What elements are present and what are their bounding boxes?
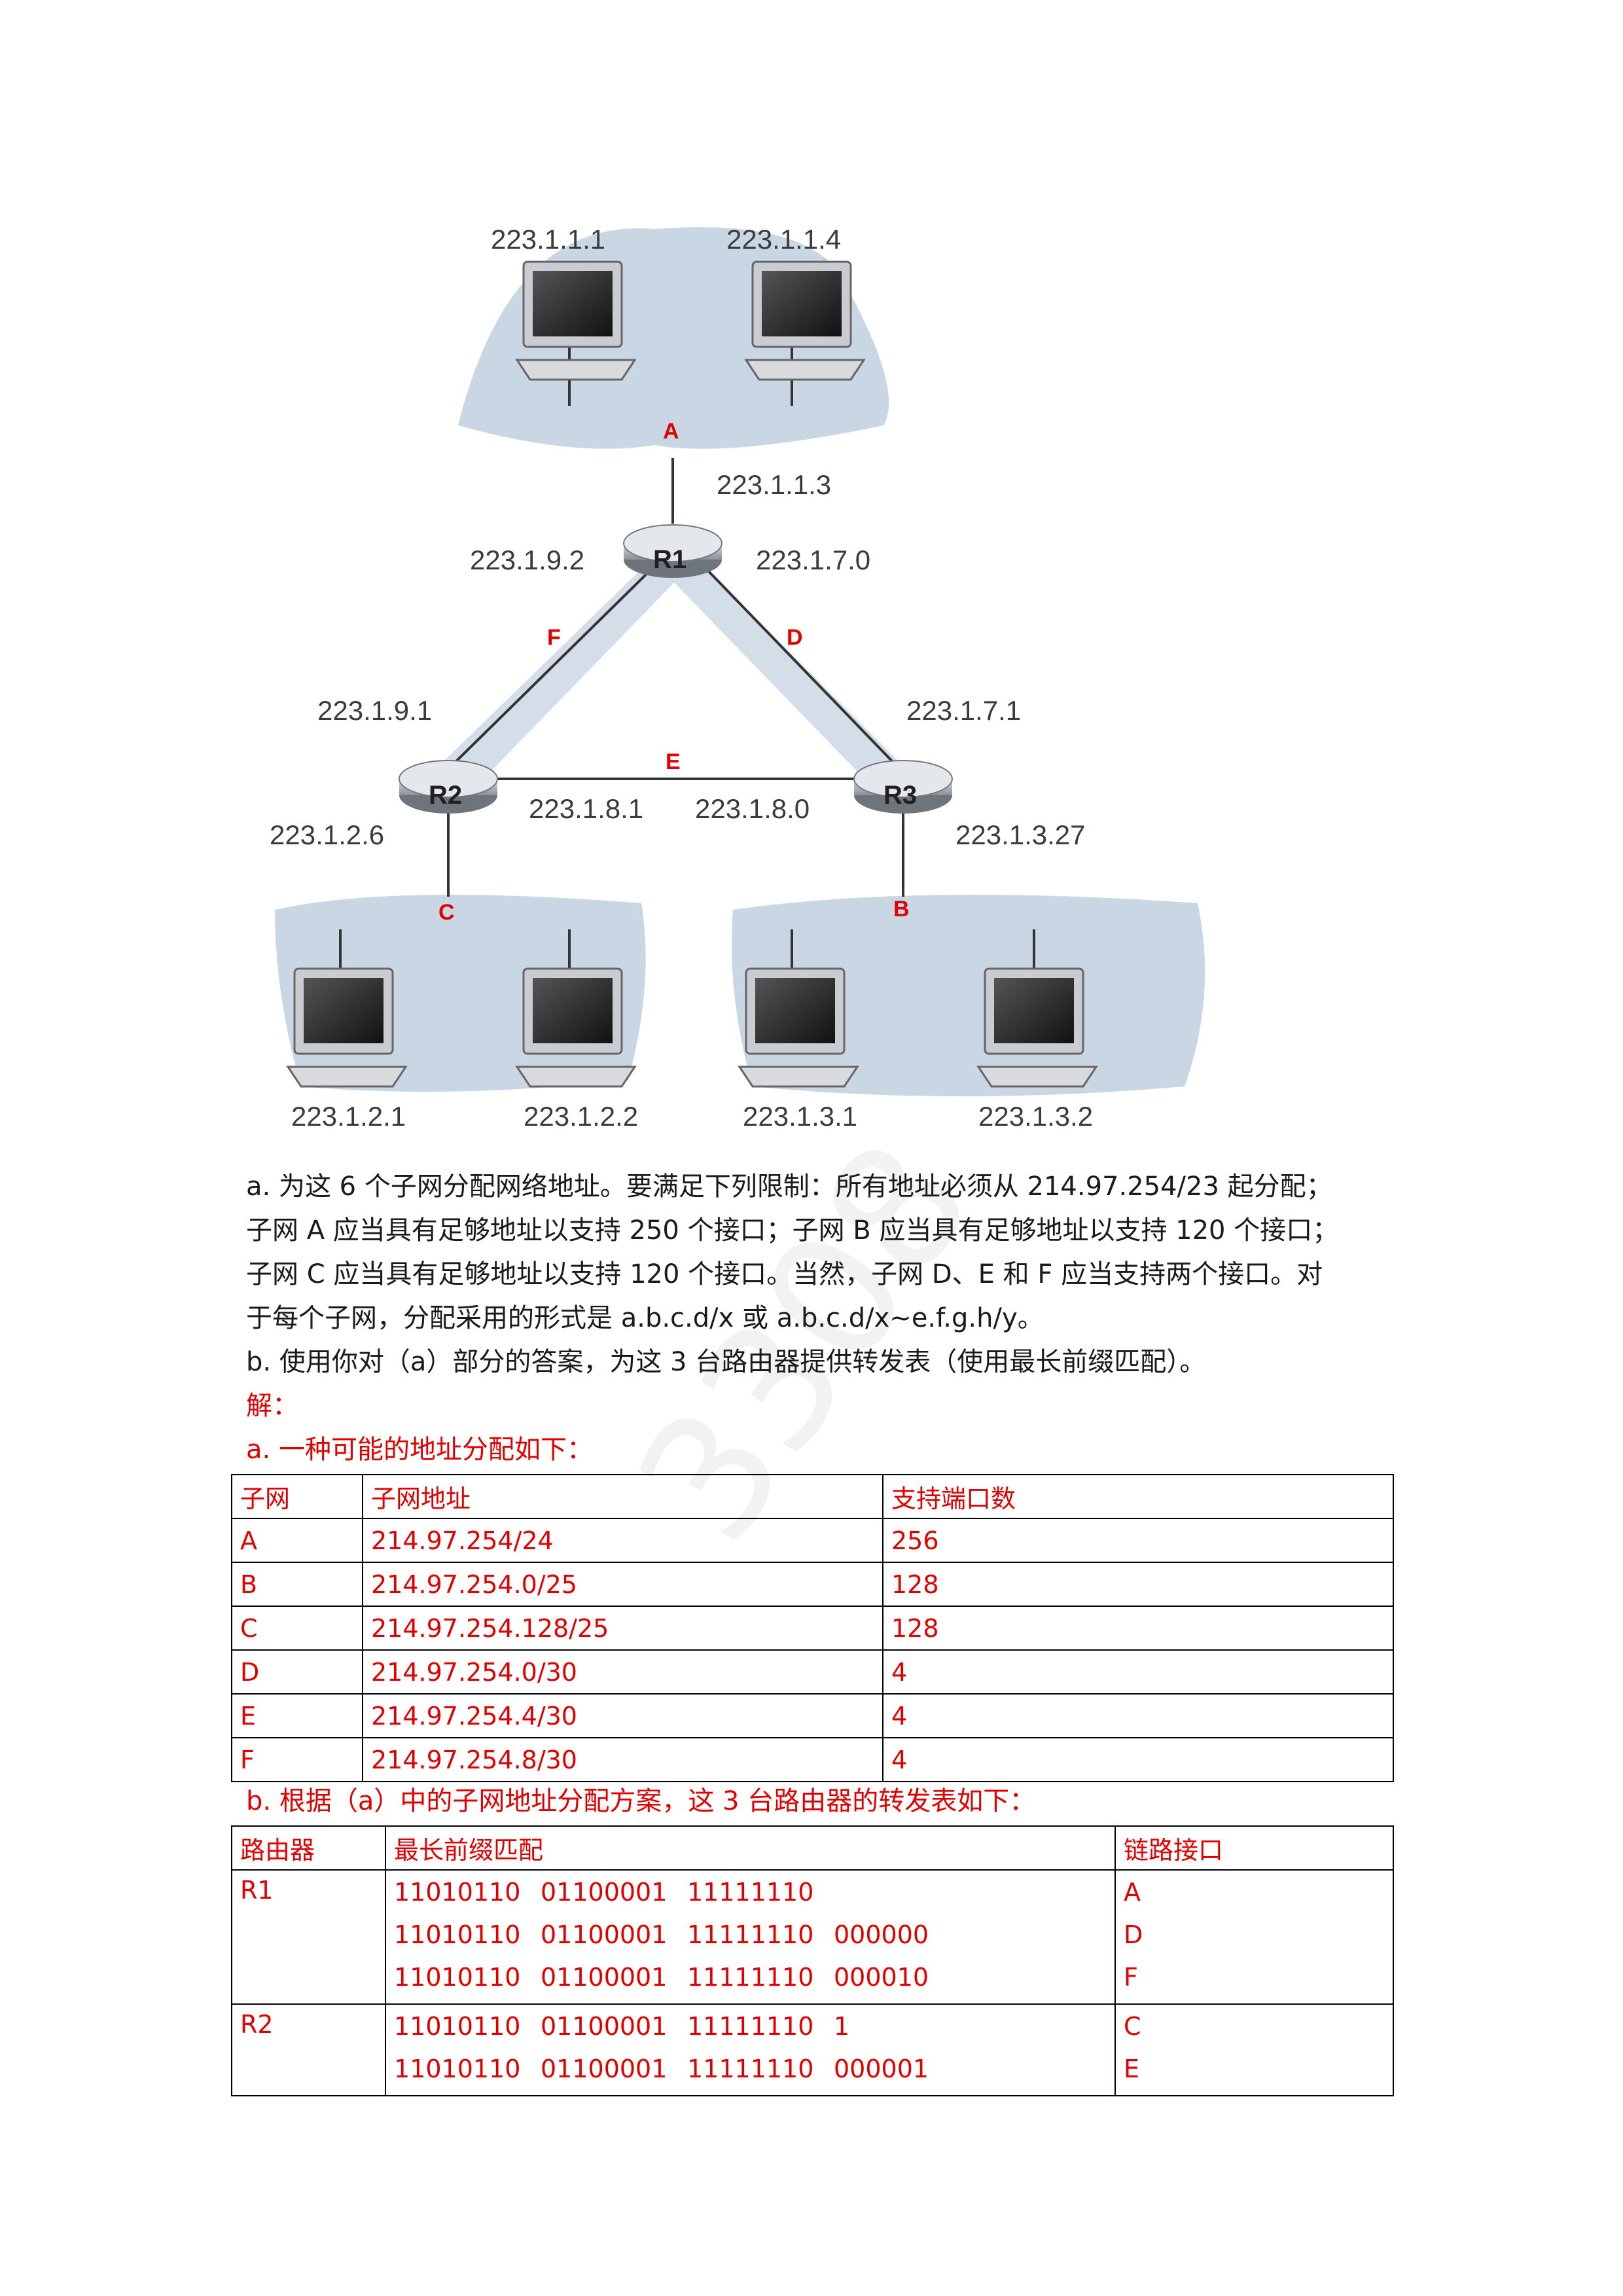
pc-icon [740,969,857,1086]
subnet-label: F [547,625,561,650]
subnet-allocation-table: 子网 子网地址 支持端口数 A 214.97.254/24 256 B 214.… [231,1474,1394,1782]
subnet-label: D [787,625,803,650]
table-cell: 256 [883,1518,1393,1562]
host-address: 223.1.3.1 [743,1101,857,1132]
pc-icon [517,969,635,1086]
table-cell: 4 [883,1738,1393,1782]
interface-cell: A D F [1115,1870,1393,2004]
table-row: F 214.97.254.8/30 4 [232,1738,1393,1782]
pc-icon [978,969,1096,1086]
subnet-label: C [438,900,455,925]
table-row: E 214.97.254.4/30 4 [232,1694,1393,1738]
interface-entry: C [1124,2010,1385,2053]
header-cell: 子网地址 [363,1475,883,1518]
answer-a-intro: a. 一种可能的地址分配如下： [246,1430,593,1469]
host-address: 223.1.1.4 [726,224,841,255]
table-cell: 214.97.254.0/25 [363,1562,883,1606]
question-part-b: b. 使用你对（a）部分的答案，为这 3 台路由器提供转发表（使用最长前缀匹配）… [246,1340,1398,1384]
question-line: a. 为这 6 个子网分配网络地址。要满足下列限制：所有地址必须从 214.97… [246,1165,1398,1209]
interface-address: 223.1.3.27 [955,819,1086,850]
interface-address: 223.1.7.0 [756,545,870,575]
table-cell: C [232,1606,363,1650]
table-cell: A [232,1518,363,1562]
header-cell: 支持端口数 [883,1475,1393,1518]
interface-entry: D [1124,1918,1385,1961]
table-row: A 214.97.254/24 256 [232,1518,1393,1562]
table-row: B 214.97.254.0/25 128 [232,1562,1393,1606]
table-cell: D [232,1650,363,1694]
table-row: C 214.97.254.128/25 128 [232,1606,1393,1650]
interface-entry: A [1124,1876,1385,1918]
host-address: 223.1.2.2 [524,1101,638,1132]
interface-address: 223.1.9.1 [317,695,432,726]
host-address: 223.1.2.1 [291,1101,406,1132]
network-topology-diagram: R1 R2 R3 223.1.1.1 223.1.1.4 223.1.2.1 2… [0,0,1623,1165]
table-cell: 128 [883,1562,1393,1606]
router-label: R3 [883,781,917,810]
table-header-row: 子网 子网地址 支持端口数 [232,1475,1393,1518]
interface-entry: F [1124,1961,1385,2003]
header-cell: 最长前缀匹配 [385,1826,1115,1870]
table-cell: 4 [883,1694,1393,1738]
interface-entry: E [1124,2053,1385,2095]
header-cell: 路由器 [232,1826,385,1870]
interface-address: 223.1.8.1 [529,793,643,824]
interface-address: 223.1.9.2 [470,545,584,575]
subnet-label: B [893,897,910,922]
pc-icon [288,969,406,1086]
host-address: 223.1.1.1 [491,224,605,255]
table-cell: 214.97.254/24 [363,1518,883,1562]
header-cell: 子网 [232,1475,363,1518]
question-line: 子网 C 应当具有足够地址以支持 120 个接口。当然，子网 D、E 和 F 应… [246,1253,1398,1297]
table-cell: F [232,1738,363,1782]
interface-address: 223.1.8.0 [695,793,810,824]
router-label: R2 [429,781,462,810]
subnet-label: A [663,419,679,444]
pc-icon [517,262,635,380]
question-line: 于每个子网，分配采用的形式是 a.b.c.d/x 或 a.b.c.d/x~e.f… [246,1297,1398,1340]
router-icon: R2 [399,761,497,814]
table-cell: B [232,1562,363,1606]
answer-label: 解： [246,1386,298,1426]
router-cell: R2 [232,2004,385,2096]
table-cell: 4 [883,1650,1393,1694]
router-icon: R3 [854,761,952,814]
table-cell: 214.97.254.4/30 [363,1694,883,1738]
table-cell: 128 [883,1606,1393,1650]
table-cell: 214.97.254.8/30 [363,1738,883,1782]
question-part-a: a. 为这 6 个子网分配网络地址。要满足下列限制：所有地址必须从 214.97… [246,1165,1398,1384]
router-label: R1 [653,545,687,574]
pc-icon [746,262,864,380]
table-header-row: 路由器 最长前缀匹配 链路接口 [232,1826,1393,1870]
interface-address: 223.1.1.3 [717,469,831,500]
answer-b-intro: b. 根据（a）中的子网地址分配方案，这 3 台路由器的转发表如下： [246,1782,1035,1821]
table-cell: 214.97.254.128/25 [363,1606,883,1650]
host-address: 223.1.3.2 [978,1101,1093,1132]
header-cell: 链路接口 [1115,1826,1393,1870]
router-cell: R1 [232,1870,385,2004]
table-cell: E [232,1694,363,1738]
table-cell: 214.97.254.0/30 [363,1650,883,1694]
interface-cell: C E [1115,2004,1393,2096]
router-icon: R1 [624,525,722,578]
table-row: D 214.97.254.0/30 4 [232,1650,1393,1694]
subnet-label: E [666,749,681,774]
subnet-clouds [275,227,1205,1096]
interface-address: 223.1.7.1 [906,695,1021,726]
interface-address: 223.1.2.6 [270,819,384,850]
question-line: 子网 A 应当具有足够地址以支持 250 个接口；子网 B 应当具有足够地址以支… [246,1209,1398,1253]
